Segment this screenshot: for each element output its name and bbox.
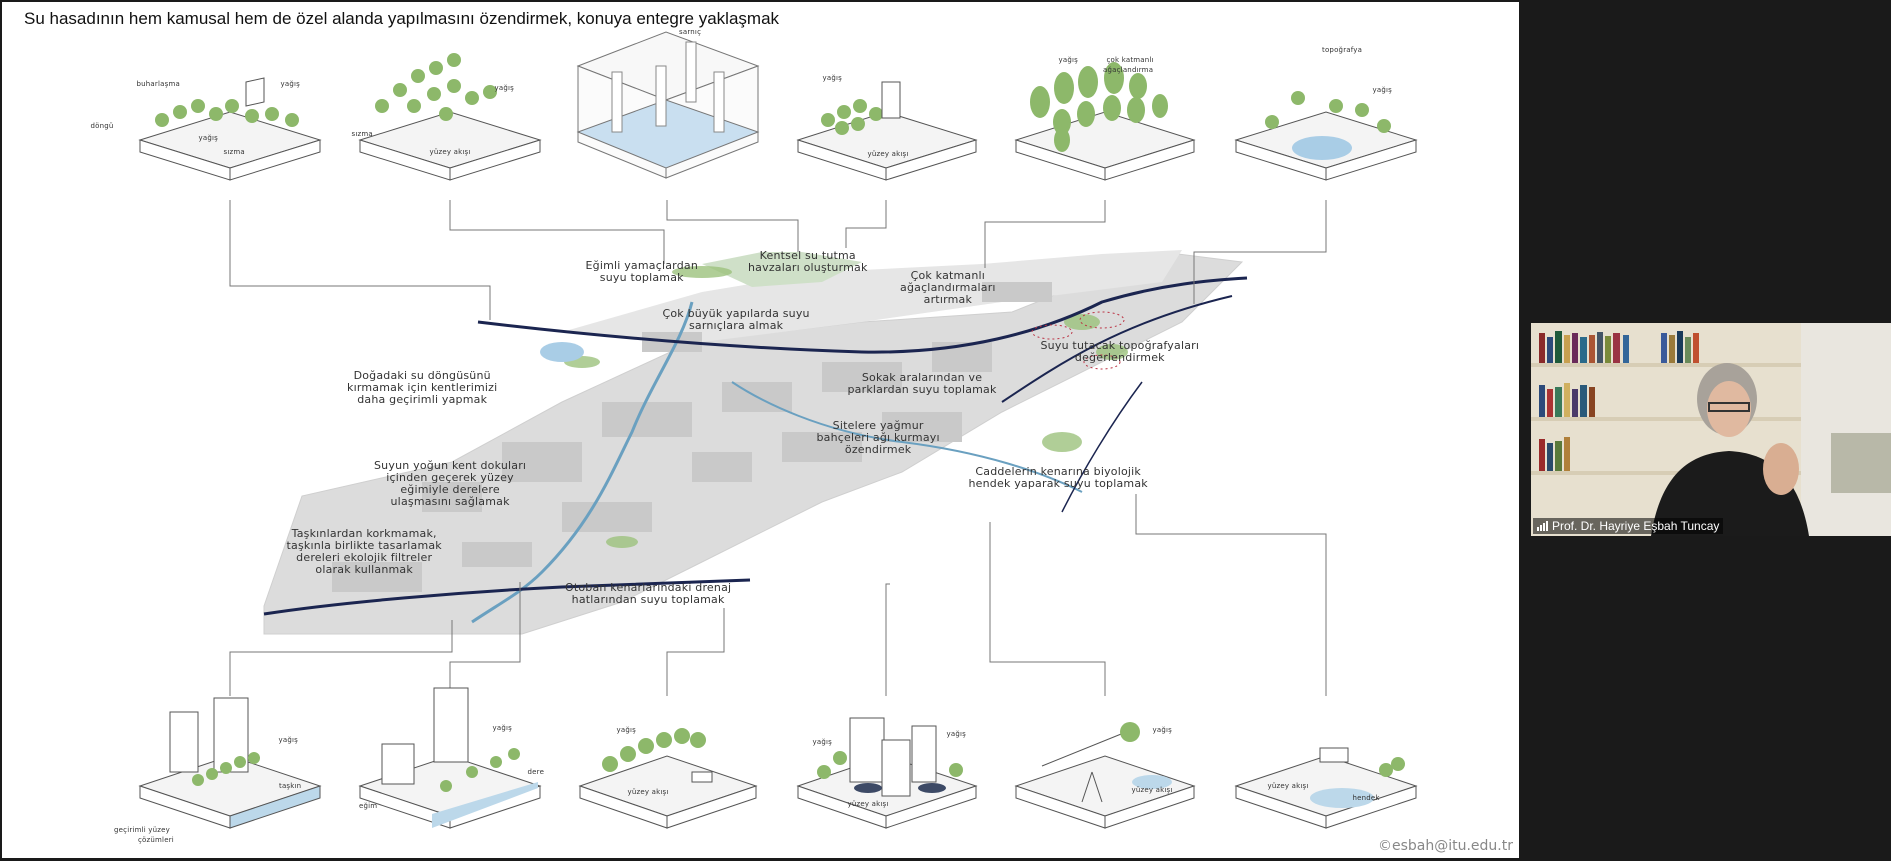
top-icon-6 (1234, 91, 1418, 181)
callout-egimli: Eğimli yamaçlardan suyu toplamak (585, 259, 698, 284)
callout-taskinlardan: Taşkınlardan korkmamak, taşkınla birlikt… (286, 527, 442, 576)
callout-suyu-tutacak: Suyu tutacak topoğrafyaları değerlendirm… (1040, 339, 1200, 364)
bottom-icon-3 (578, 728, 758, 829)
callout-kentsel: Kentsel su tutma havzaları oluşturmak (748, 249, 868, 274)
callout-sitelere: Sitelere yağmur bahçeleri ağı kurmayı öz… (816, 419, 940, 456)
top-icon-5 (1014, 62, 1196, 181)
participant-video (1531, 323, 1891, 536)
participant-name-label: Prof. Dr. Hayriye Eşbah Tuncay (1533, 518, 1724, 534)
callout-cok-buyuk: Çok büyük yapılarda suyu sarnıçlara alma… (662, 307, 810, 332)
b-icon2-label-2: dere (527, 768, 545, 776)
diagram-art (138, 31, 1418, 829)
top-icon-1 (138, 77, 322, 181)
bottom-icon-6 (1234, 747, 1418, 829)
participant-video-tile[interactable]: Prof. Dr. Hayriye Eşbah Tuncay (1531, 323, 1891, 536)
presentation-slide: Su hasadının hem kamusal hem de özel ala… (2, 2, 1519, 858)
top-icon-3 (576, 31, 760, 179)
b-icon5-label-2: yüzey akışı (1131, 786, 1173, 794)
b-icon4-label-1: yağış (812, 738, 832, 746)
slide-copyright: ©esbah@itu.edu.tr (1377, 838, 1513, 854)
bottom-icon-4 (796, 717, 978, 829)
callout-suyun: Suyun yoğun kent dokuları içinden geçere… (374, 459, 527, 508)
icon2-label-1: yağış (494, 84, 514, 92)
b-icon2-label-1: yağış (492, 724, 512, 732)
b-icon4-label-3: yüzey akışı (847, 800, 889, 808)
b-icon1-label-1: yağış (278, 736, 298, 744)
icon5-label-1: yağış (1058, 56, 1078, 64)
icon2-label-3: yüzey akışı (429, 148, 471, 156)
icon1-label-5: sızma (223, 148, 245, 156)
icon1-label-3: döngü (90, 122, 114, 130)
icon4-label-2: yüzey akışı (867, 150, 909, 158)
b-icon3-label-2: yüzey akışı (627, 788, 669, 796)
b-icon3-label-1: yağış (616, 726, 636, 734)
icon1-label-1: buharlaşma (136, 80, 180, 88)
icon6-label-1: topoğrafya (1322, 46, 1363, 54)
icon3-label-1: sarnıç (679, 28, 702, 36)
bottom-icon-5 (1014, 722, 1196, 829)
icon1-label-4: yağış (198, 134, 218, 142)
signal-bars-icon (1537, 521, 1548, 531)
top-icon-4 (796, 81, 978, 181)
b-icon6-label-2: hendek (1352, 794, 1380, 802)
b-icon2-label-3: eğim (359, 802, 378, 810)
icon5-label-2: çok katmanlı (1106, 56, 1154, 64)
icon6-label-2: yağış (1372, 86, 1392, 94)
callout-sokak: Sokak aralarından ve parklardan suyu top… (847, 371, 997, 396)
icon1-label-2: yağış (280, 80, 300, 88)
aerial-city-map (263, 250, 1248, 635)
icon4-label-1: yağış (822, 74, 842, 82)
bottom-icon-1 (138, 697, 322, 829)
icon5-label-3: ağaçlandırma (1103, 66, 1154, 74)
connector-lines (229, 200, 1327, 696)
callout-dogadaki: Doğadaki su döngüsünü kırmamak için kent… (347, 369, 498, 406)
callout-otoban: Otoban kenarlarındaki drenaj hatlarından… (565, 581, 732, 606)
b-icon5-label-1: yağış (1152, 726, 1172, 734)
callout-caddelerin: Caddelerin kenarına biyolojik hendek yap… (968, 465, 1148, 490)
bottom-icon-2 (358, 687, 542, 829)
b-icon1-label-3: geçirimli yüzey (114, 826, 171, 834)
callout-cok-katmanli: Çok katmanlı ağaçlandırmaları artırmak (900, 269, 996, 306)
slide-title: Su hasadının hem kamusal hem de özel ala… (24, 9, 780, 28)
icon2-label-2: sızma (351, 130, 373, 138)
b-icon1-label-4: çözümleri (138, 836, 174, 844)
top-icon-2 (358, 53, 542, 181)
b-icon6-label-1: yüzey akışı (1267, 782, 1309, 790)
b-icon4-label-2: yağış (946, 730, 966, 738)
participant-name: Prof. Dr. Hayriye Eşbah Tuncay (1552, 519, 1720, 533)
b-icon1-label-2: taşkın (279, 782, 302, 790)
